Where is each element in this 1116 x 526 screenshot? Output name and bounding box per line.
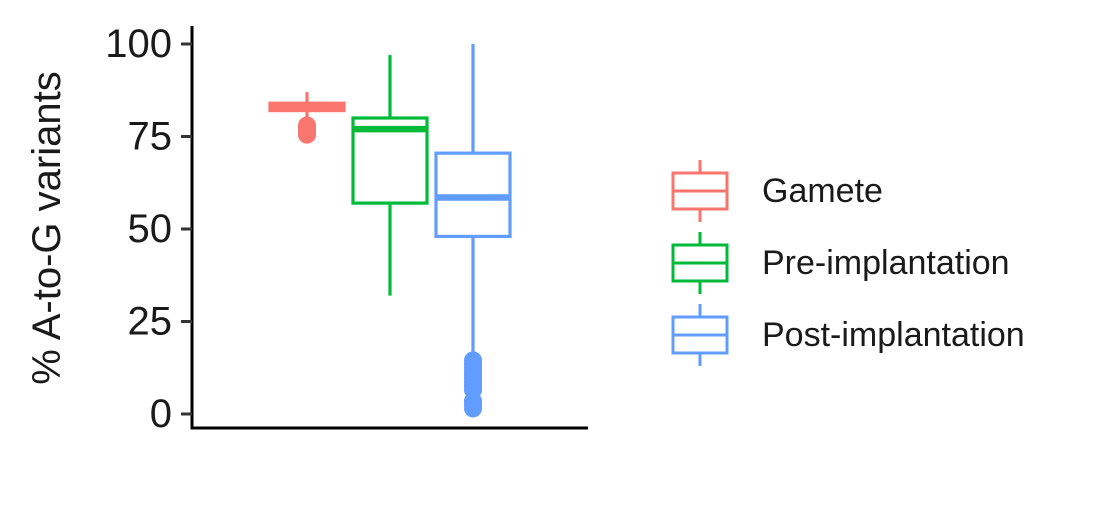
legend-item-pre-implantation: Pre-implantation (671, 232, 1010, 294)
y-axis-title: % A-to-G variants (25, 71, 69, 384)
y-axis: 0 25 50 75 100 (105, 22, 194, 436)
box-post-implantation (434, 44, 512, 418)
y-tick-label: 25 (128, 300, 173, 344)
box-gamete (268, 92, 346, 144)
legend-label: Gamete (762, 172, 883, 210)
y-tick-label: 75 (128, 115, 173, 159)
outlier-point (464, 351, 482, 370)
legend-item-post-implantation: Post-implantation (671, 304, 1025, 366)
legend-label: Pre-implantation (762, 244, 1010, 282)
legend-label: Post-implantation (762, 316, 1025, 354)
legend-item-gamete: Gamete (671, 160, 883, 222)
y-tick-label: 50 (128, 207, 173, 251)
boxes (268, 44, 512, 418)
y-tick-label: 100 (105, 22, 172, 66)
outlier-point (298, 116, 316, 135)
box-pre-implantation (351, 55, 429, 296)
y-tick-label: 0 (150, 392, 172, 436)
